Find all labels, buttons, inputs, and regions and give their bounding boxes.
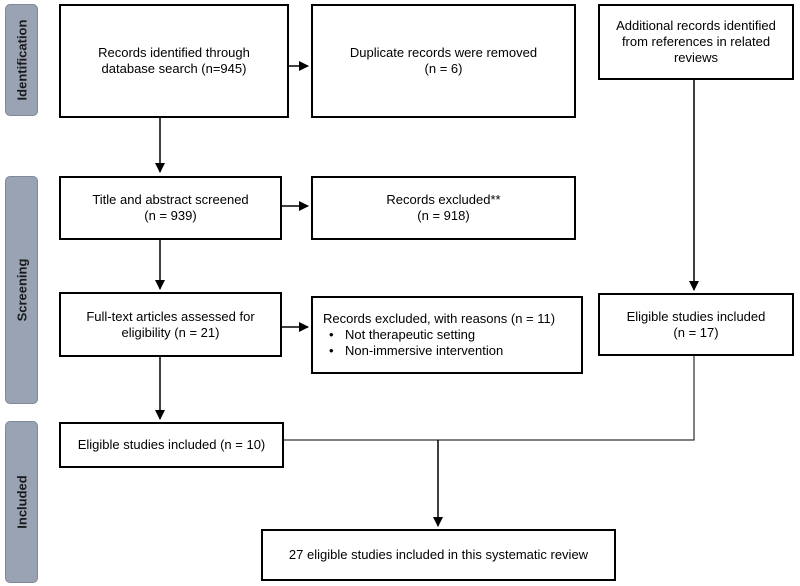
excluded-with-reasons-title: Records excluded, with reasons (n = 11) — [323, 311, 556, 326]
duplicates-removed-text: Duplicate records were removed — [349, 45, 538, 60]
stage-screening-label: Screening — [14, 258, 29, 322]
exclusion-reason-item: Non-immersive intervention — [323, 343, 503, 359]
eligible-studies-other-box: Eligible studies included (n = 17) — [598, 293, 794, 356]
final-review-box: 27 eligible studies included in this sys… — [261, 529, 616, 581]
records-identified-text: Records identified through database sear… — [98, 45, 250, 76]
fulltext-assessed-box: Full-text articles assessed for eligibil… — [59, 292, 282, 357]
eligible-studies-other-text: Eligible studies included — [626, 308, 766, 324]
stage-included: Included — [5, 421, 38, 583]
records-excluded-count: (n = 918) — [417, 208, 470, 223]
duplicates-removed-box: Duplicate records were removed (n = 6) — [311, 4, 576, 118]
eligible-studies-included-box: Eligible studies included (n = 10) — [59, 422, 284, 468]
records-identified-box: Records identified through database sear… — [59, 4, 289, 118]
stage-included-label: Included — [14, 475, 29, 529]
eligible-studies-other-count: (n = 17) — [673, 324, 719, 340]
records-excluded-text: Records excluded** — [386, 192, 501, 207]
fulltext-assessed-text: Full-text articles assessed for eligibil… — [86, 308, 255, 340]
excluded-with-reasons-box: Records excluded, with reasons (n = 11) … — [311, 296, 583, 374]
exclusion-reasons-list: Not therapeutic setting Non-immersive in… — [323, 327, 503, 359]
additional-records-box: Additional records identified from refer… — [598, 4, 794, 80]
title-abstract-screened-text: Title and abstract screened — [92, 192, 249, 207]
title-abstract-screened-box: Title and abstract screened (n = 939) — [59, 176, 282, 240]
line-eligible-other-to-merge — [284, 356, 695, 441]
final-review-text: 27 eligible studies included in this sys… — [288, 547, 589, 562]
records-excluded-box: Records excluded** (n = 918) — [311, 176, 576, 240]
stage-screening: Screening — [5, 176, 38, 404]
exclusion-reason-item: Not therapeutic setting — [323, 327, 503, 343]
stage-identification: Identification — [5, 4, 38, 116]
stage-identification-label: Identification — [14, 19, 29, 101]
additional-records-text: Additional records identified from refer… — [616, 18, 776, 65]
eligible-studies-included-text: Eligible studies included (n = 10) — [77, 437, 266, 452]
duplicates-removed-count: (n = 6) — [424, 61, 463, 76]
title-abstract-screened-count: (n = 939) — [144, 208, 197, 223]
